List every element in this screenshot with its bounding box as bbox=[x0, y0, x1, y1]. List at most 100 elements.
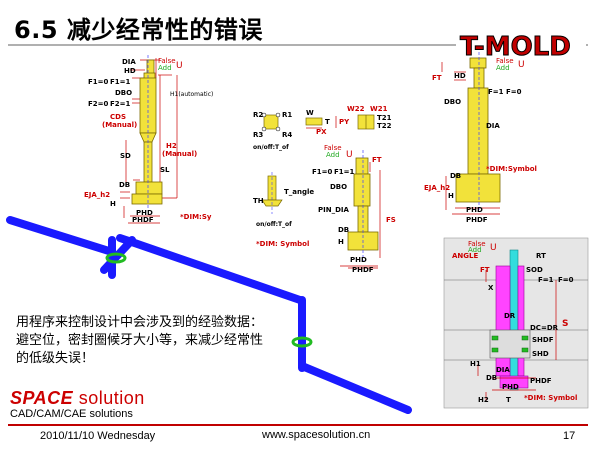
diagram-label-d4-f0: F=0 bbox=[506, 88, 522, 96]
diagram-label-d3-add: Add bbox=[326, 151, 340, 159]
diagram-label-d2-t: T bbox=[325, 118, 330, 126]
diagram-sleeve: False Add U ANGLE RT FT SOD F=1 F=0 X DR… bbox=[443, 237, 589, 409]
diagram-label-d1-phd: PHD bbox=[136, 209, 153, 217]
footer-divider bbox=[8, 424, 588, 426]
diagram-label-d1-hd: HD bbox=[124, 67, 136, 75]
diagram-label-d1-dbo: DBO bbox=[115, 89, 132, 97]
diagram-label-d2-px: PX bbox=[316, 128, 327, 136]
diagram-label-d1-sl: SL bbox=[160, 166, 170, 174]
diagram-label-d4-db: DB bbox=[450, 172, 461, 180]
diagram-label-d1-false: False bbox=[158, 57, 176, 65]
diagram-label-d3-fs: FS bbox=[386, 216, 396, 224]
o-ring-icon bbox=[105, 252, 313, 348]
diagram-label-d5-sod: SOD bbox=[526, 266, 543, 274]
diagram-label-d5-shd: SHD bbox=[532, 350, 549, 358]
footer-url: www.spacesolution.cn bbox=[262, 429, 371, 441]
title-divider bbox=[8, 44, 588, 46]
diagram-label-d3-pin_dia: PIN_DIA bbox=[318, 206, 350, 214]
slide-caption: 用程序来控制设计中会涉及到的经验数据：避空位，密封圈候牙大小等，来减少经常性的低… bbox=[16, 315, 264, 366]
diagram-label-d2-dim: *DIM: Symbol bbox=[256, 240, 309, 248]
diagram-label-d5-dcdr: DC=DR bbox=[530, 324, 559, 332]
diagram-label-d5-angle: ANGLE bbox=[452, 252, 478, 260]
diagram-label-d4-ft: FT bbox=[432, 74, 442, 82]
diagram-label-d3-f1: F1=0 bbox=[312, 168, 333, 176]
diagram-label-d5-t: T bbox=[506, 396, 511, 404]
footer-date: 2010/11/10 Wednesday bbox=[40, 430, 156, 442]
diagram-label-d1-dim: *DIM:Sy bbox=[180, 213, 212, 221]
diagram-label-d1-f1: F1=0 bbox=[88, 78, 109, 86]
diagram-label-d5-shdf: SHDF bbox=[532, 336, 554, 344]
diagram-label-d1-h1: H1(automatic) bbox=[170, 91, 213, 98]
diagram-label-d1-f1b: F1=1 bbox=[110, 78, 131, 86]
diagram-label-d2-py: PY bbox=[339, 118, 350, 126]
diagram-label-d5-db: DB bbox=[486, 374, 497, 382]
diagram-label-d1-f2b: F2=1 bbox=[110, 100, 131, 108]
diagram-label-d3-phdf: PHDF bbox=[352, 266, 374, 274]
diagram-label-d2-th: TH bbox=[253, 197, 264, 205]
diagram-label-d5-add: Add bbox=[468, 246, 482, 254]
diagram-label-d4-add: Add bbox=[496, 64, 510, 72]
diagram-label-d2-w21: W21 bbox=[370, 105, 388, 113]
diagram-label-d4-dbo: DBO bbox=[444, 98, 461, 106]
page-number: 17 bbox=[563, 430, 576, 442]
diagram-label-d3-db: DB bbox=[338, 226, 349, 234]
diagram-details: R2 R1 R3 R4 on/off:T_of W T PX PY W22 W2… bbox=[253, 105, 392, 248]
diagram-label-d5-dr: DR bbox=[504, 312, 516, 320]
diagram-label-d1-f2: F2=0 bbox=[88, 100, 109, 108]
brand-tagline: CAD/CAM/CAE solutions bbox=[10, 408, 133, 420]
slide-title: 6.5 减少经常性的错误 bbox=[14, 16, 263, 44]
diagram-label-d4-h: H bbox=[448, 192, 454, 200]
diagram-label-d2-t21: T21 bbox=[377, 114, 392, 122]
diagram-pin-2: False Add U FT F1=0 F1=1 DBO PIN_DIA FS … bbox=[312, 144, 396, 274]
diagram-label-d5-f1: F=1 bbox=[538, 276, 554, 284]
brand-space: SPACE bbox=[10, 388, 74, 408]
diagram-label-d5-phdf: PHDF bbox=[530, 377, 552, 385]
brand-solution: solution bbox=[73, 388, 145, 408]
diagram-label-d2-w22: W22 bbox=[347, 105, 365, 113]
diagram-label-d2-onoff: on/off:T_of bbox=[253, 144, 289, 151]
diagram-label-d2-tangle: T_angle bbox=[284, 188, 314, 196]
diagram-label-d4-hd: HD bbox=[454, 72, 466, 80]
diagram-label-d1-h2: H2 bbox=[166, 142, 177, 150]
diagram-label-d5-rt: RT bbox=[536, 252, 546, 260]
diagram-label-d3-ft: FT bbox=[372, 156, 382, 164]
diagram-label-d2-w: W bbox=[306, 109, 314, 117]
brand-name: SPACE solution bbox=[10, 388, 145, 409]
diagram-label-d1-phdf: PHDF bbox=[132, 216, 154, 224]
diagram-label-d3-false: False bbox=[324, 144, 342, 152]
diagram-label-d3-dbo: DBO bbox=[330, 183, 347, 191]
diagram-label-d4-phdf: PHDF bbox=[466, 216, 488, 224]
diagram-label-d1-cds: CDS bbox=[110, 113, 126, 121]
diagram-label-d1-db: DB bbox=[119, 181, 130, 189]
diagram-label-d3-phd: PHD bbox=[350, 256, 367, 264]
diagram-label-d5-dim: *DIM: Symbol bbox=[524, 394, 577, 402]
diagram-label-d4-eja: EJA_h2 bbox=[424, 184, 450, 192]
diagram-label-d4-f1: F=1 bbox=[488, 88, 504, 96]
diagram-label-d2-onoff2: on/off:T_of bbox=[256, 221, 292, 228]
diagram-label-d2-t22: T22 bbox=[377, 122, 392, 130]
diagram-label-d5-ft: FT bbox=[480, 266, 490, 274]
diagram-label-d5-phd: PHD bbox=[502, 383, 519, 391]
diagram-label-d1-eja: EJA_h2 bbox=[84, 191, 110, 199]
diagram-label-d3-h: H bbox=[338, 238, 344, 246]
diagram-label-d5-u: U bbox=[490, 243, 497, 253]
diagram-label-d4-dim: *DIM:Symbol bbox=[486, 165, 537, 173]
diagram-label-d5-s: S bbox=[562, 319, 568, 329]
diagram-label-d5-h2: H2 bbox=[478, 396, 489, 404]
diagram-label-d4-phd: PHD bbox=[466, 206, 483, 214]
diagram-label-d5-f0: F=0 bbox=[558, 276, 574, 284]
tmold-logo: T-MOLD bbox=[456, 28, 586, 62]
diagram-label-d4-u: U bbox=[518, 60, 525, 70]
diagram-label-d1-h: H bbox=[110, 200, 116, 208]
diagram-pin-1: DIA False Add U HD F1=0 F1=1 DBO H1(auto… bbox=[84, 55, 213, 224]
diagram-label-d4-dia: DIA bbox=[486, 122, 500, 130]
diagram-label-d2-r1: R1 bbox=[282, 111, 292, 119]
diagram-label-d2-r3: R3 bbox=[253, 131, 263, 139]
cooling-pipe bbox=[6, 216, 412, 414]
diagram-label-d1-sd: SD bbox=[120, 152, 131, 160]
diagram-label-d5-h1: H1 bbox=[470, 360, 481, 368]
diagram-label-d2-r2: R2 bbox=[253, 111, 263, 119]
diagram-label-d3-f1b: F1=1 bbox=[334, 168, 355, 176]
diagram-label-d1-u: U bbox=[176, 61, 183, 71]
